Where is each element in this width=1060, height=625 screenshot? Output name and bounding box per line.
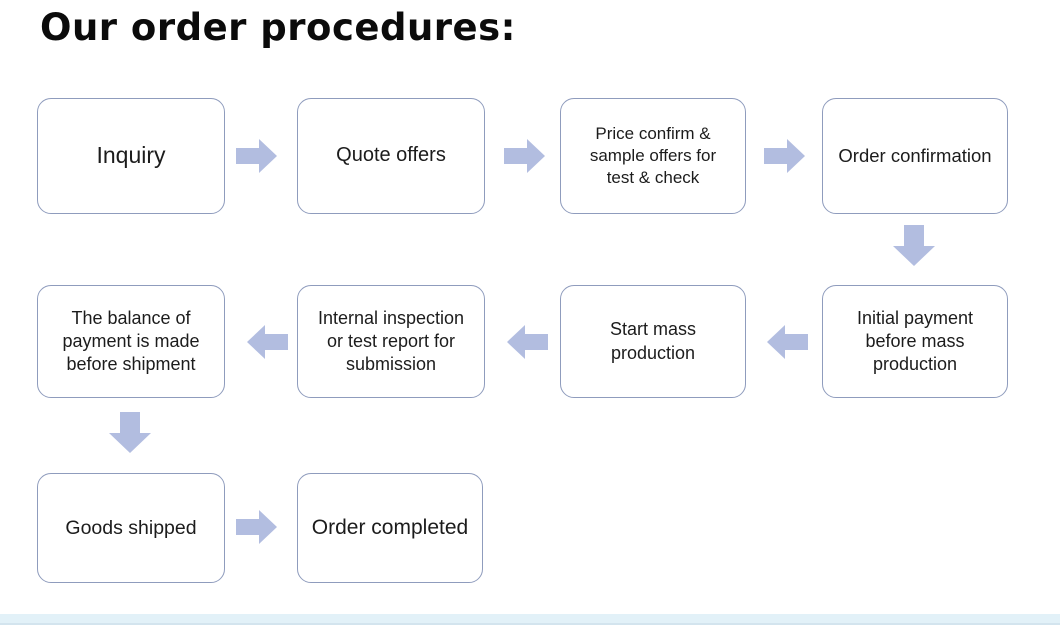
flow-step-internal-inspection: Internal inspection or test report for s… [297,285,485,398]
flow-step-price-confirm: Price confirm & sample offers for test &… [560,98,746,214]
flow-step-order-confirmation: Order confirmation [822,98,1008,214]
arrow-right-icon [504,138,546,174]
flow-step-inquiry: Inquiry [37,98,225,214]
arrow-right-icon [236,509,278,545]
arrow-left-icon [766,324,808,360]
flow-step-initial-payment: Initial payment before mass production [822,285,1008,398]
arrow-down-icon [108,412,152,454]
flow-step-order-completed: Order completed [297,473,483,583]
arrow-left-icon [506,324,548,360]
flow-step-balance-payment: The balance of payment is made before sh… [37,285,225,398]
arrow-left-icon [246,324,288,360]
arrow-down-icon [892,225,936,267]
flow-step-goods-shipped: Goods shipped [37,473,225,583]
flow-step-start-mass-production: Start mass production [560,285,746,398]
bottom-divider-bar [0,614,1060,625]
flow-step-quote-offers: Quote offers [297,98,485,214]
arrow-right-icon [764,138,806,174]
page-title: Our order procedures: [40,6,516,49]
arrow-right-icon [236,138,278,174]
